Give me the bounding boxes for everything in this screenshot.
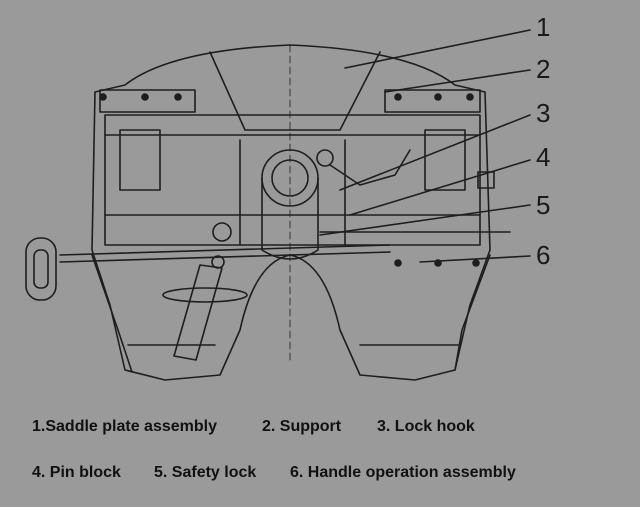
left-wing: [91, 254, 133, 373]
legend-item-saddle-plate: 1.Saddle plate assembly: [32, 418, 217, 435]
legend-item-handle-operation: 6. Handle operation assembly: [290, 464, 516, 481]
safety-lock: [212, 222, 232, 242]
leader-line-3: [339, 114, 531, 191]
legend-item-support: 2. Support: [262, 418, 342, 435]
pin-block: [477, 171, 495, 189]
leader-line-5: [319, 204, 531, 236]
callout-5: 5: [536, 190, 550, 220]
leader-line-4: [349, 159, 531, 216]
left-flange: [99, 89, 196, 113]
callout-2: 2: [536, 54, 550, 84]
legend-item-safety-lock: 5. Safety lock: [154, 464, 257, 481]
callout-4: 4: [536, 142, 550, 172]
callout-3: 3: [536, 98, 550, 128]
leader-line-1: [344, 29, 531, 69]
lock-hook: [316, 149, 334, 167]
fifth-wheel-drawing: 1 2 3 4 5 6: [25, 12, 550, 381]
support-plate: [209, 51, 381, 131]
leader-line-6: [419, 255, 531, 263]
right-flange: [384, 89, 481, 113]
handle-grip: [25, 237, 57, 301]
legend-item-lock-hook: 3. Lock hook: [377, 418, 475, 435]
right-wing: [454, 254, 491, 371]
callout-6: 6: [536, 240, 550, 270]
saddle-plate-outline: [91, 44, 491, 381]
callout-1: 1: [536, 12, 550, 42]
legend-item-pin-block: 4. Pin block: [32, 464, 121, 481]
leader-line-2: [384, 69, 531, 93]
